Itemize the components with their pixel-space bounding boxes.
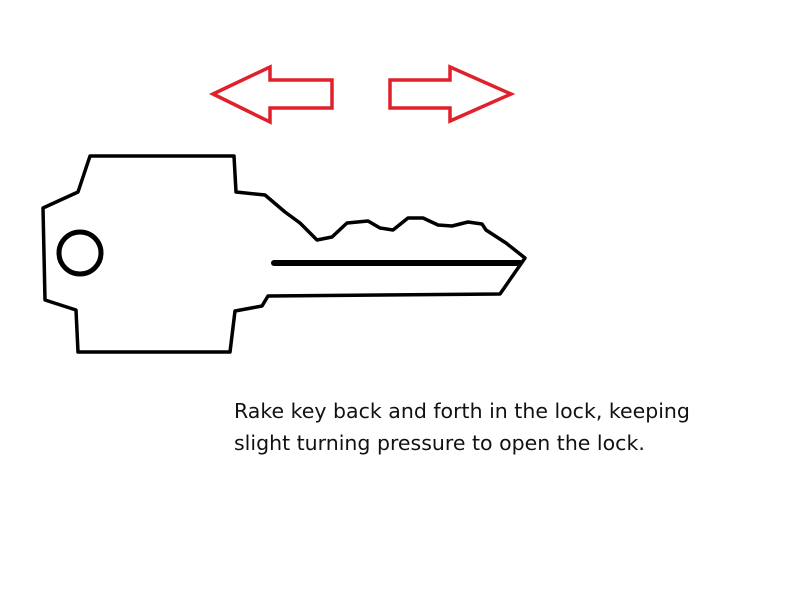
key-icon (41, 154, 527, 354)
instruction-caption: Rake key back and forth in the lock, kee… (234, 395, 774, 459)
caption-line-2: slight turning pressure to open the lock… (234, 431, 645, 455)
key-outline (41, 154, 527, 354)
caption-line-1: Rake key back and forth in the lock, kee… (234, 399, 690, 423)
key-hole (56, 229, 104, 277)
right-arrow-icon (388, 64, 516, 124)
left-arrow-icon (208, 64, 334, 125)
